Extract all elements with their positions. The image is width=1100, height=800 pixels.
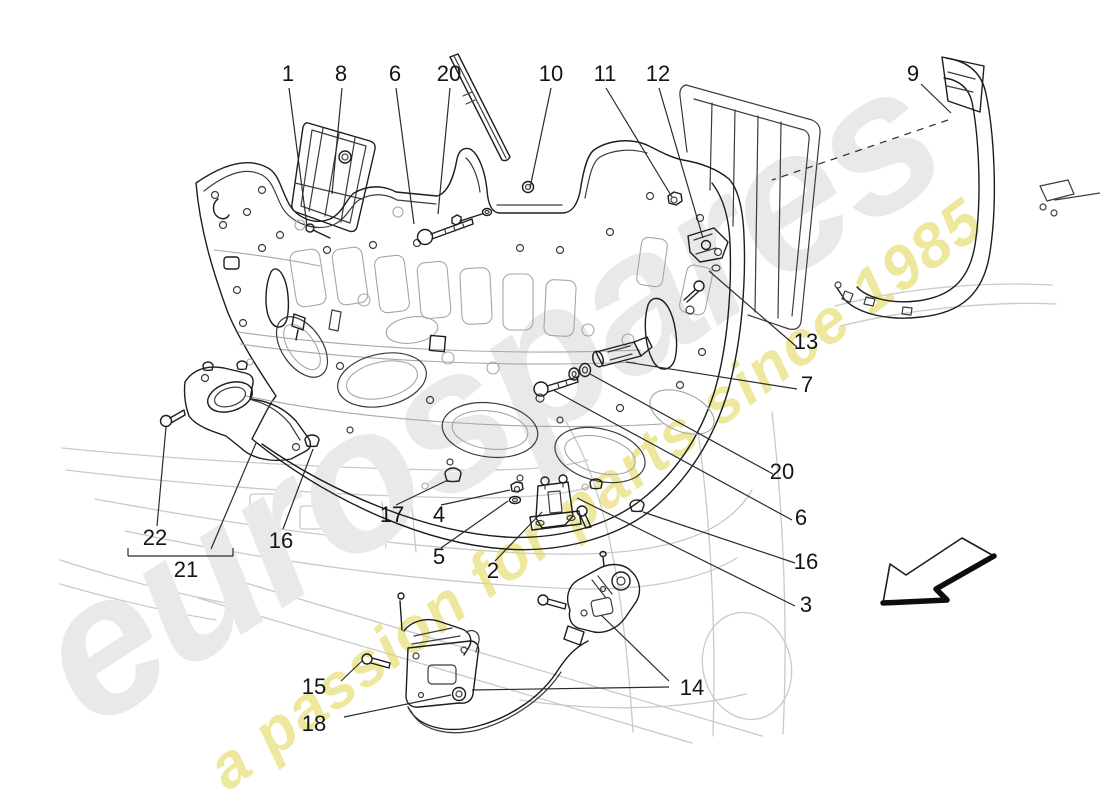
callout-16-left: 16: [269, 528, 293, 553]
callout-22: 22: [143, 525, 167, 550]
callout-11: 11: [594, 61, 617, 86]
callout-5: 5: [433, 544, 445, 569]
mounting-dashed-line: [771, 119, 949, 181]
u-channel-seal: [771, 56, 996, 319]
side-bracket: [159, 360, 312, 462]
callout-20-top: 20: [437, 61, 461, 86]
callout-21: 21: [174, 557, 198, 582]
watermark-layer: eurospares a passion for parts since 198…: [0, 22, 996, 800]
trunk-lid-inner-panel: [195, 140, 746, 551]
callout-16-right: 16: [794, 549, 818, 574]
callout-4: 4: [433, 502, 445, 527]
callout-2: 2: [487, 558, 499, 583]
car-body-outline: [59, 283, 1057, 744]
callout-10: 10: [539, 61, 563, 86]
latch-assemblies: [361, 550, 641, 734]
callout-15: 15: [302, 674, 326, 699]
callout-18: 18: [302, 711, 326, 736]
leader-lines: [127, 83, 952, 718]
direction-arrow: [880, 537, 997, 606]
callout-6-right: 6: [795, 505, 807, 530]
callout-labels: 1 8 6 20 10 11 12 9 13 7 20 6 16 3 22 21…: [143, 61, 919, 736]
callout-6-top: 6: [389, 61, 401, 86]
callout-20-right: 20: [770, 459, 794, 484]
callout-7: 7: [801, 372, 813, 397]
striker-and-clips: [304, 434, 645, 531]
callout-1: 1: [282, 61, 294, 86]
callout-3: 3: [800, 592, 812, 617]
panel-oval-cutouts: [275, 316, 715, 484]
callout-12: 12: [646, 61, 670, 86]
strut-rod: [449, 53, 511, 162]
callout-9: 9: [907, 61, 919, 86]
callout-13: 13: [794, 329, 818, 354]
callout-8: 8: [335, 61, 347, 86]
edge-fragment: [1039, 179, 1100, 217]
callout-17: 17: [380, 502, 404, 527]
window-frame-panel: [679, 84, 821, 330]
bracket-brace: [127, 548, 234, 557]
panel-holes: [210, 185, 723, 491]
callout-14: 14: [680, 675, 704, 700]
